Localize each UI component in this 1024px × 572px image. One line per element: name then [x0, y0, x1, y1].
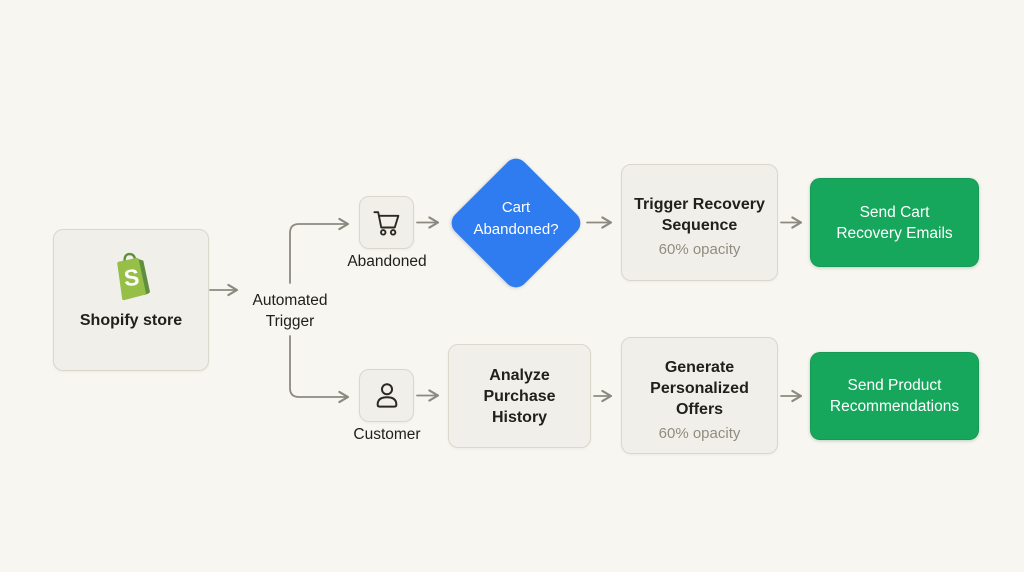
send-product-line2: Recommendations [829, 398, 960, 415]
shopify-store-label: Shopify store [79, 311, 183, 329]
generate-offers-node: Generate Personalized Offers 60% opacity [621, 337, 778, 454]
cart-icon [369, 205, 405, 241]
automated-trigger-label: Automated Trigger [225, 290, 355, 332]
shopify-store-node: S Shopify store [53, 229, 209, 371]
decision-line1: Cart [501, 199, 531, 216]
send-product-recs-node: Send Product Recommendations [810, 352, 979, 440]
svg-text:S: S [123, 263, 141, 290]
cart-abandoned-decision-text: Cart Abandoned? [451, 197, 581, 241]
analyze-purchase-node: Analyze Purchase History [448, 344, 591, 448]
automated-trigger-line2: Trigger [265, 313, 315, 330]
analyze-line3: History [491, 408, 548, 426]
trigger-recovery-note: 60% opacity [658, 241, 741, 258]
generate-line1: Generate [664, 358, 735, 376]
trigger-recovery-line1: Trigger Recovery [634, 196, 765, 213]
analyze-line1: Analyze [489, 366, 550, 384]
customer-node [359, 369, 414, 422]
send-cart-recovery-node: Send Cart Recovery Emails [810, 178, 979, 267]
trigger-recovery-node: Trigger Recovery Sequence 60% opacity [621, 164, 778, 281]
abandoned-label: Abandoned [347, 253, 427, 270]
generate-line2: Personalized [650, 379, 749, 397]
abandoned-cart-node [359, 196, 414, 249]
trigger-recovery-line2: Sequence [661, 217, 738, 234]
send-product-line1: Send Product [847, 377, 942, 394]
connector-trigger-to-customer [289, 335, 350, 404]
generate-offers-note: 60% opacity [658, 424, 741, 442]
shopify-bag-icon: S [105, 251, 157, 301]
analyze-line2: Purchase [483, 387, 556, 405]
generate-line3: Offers [675, 400, 724, 418]
person-icon [369, 378, 405, 414]
automated-trigger-line1: Automated [252, 292, 328, 309]
decision-line2: Abandoned? [473, 221, 559, 238]
send-cart-line1: Send Cart [859, 203, 930, 221]
customer-label: Customer [353, 426, 421, 443]
send-cart-line2: Recovery Emails [836, 224, 953, 242]
